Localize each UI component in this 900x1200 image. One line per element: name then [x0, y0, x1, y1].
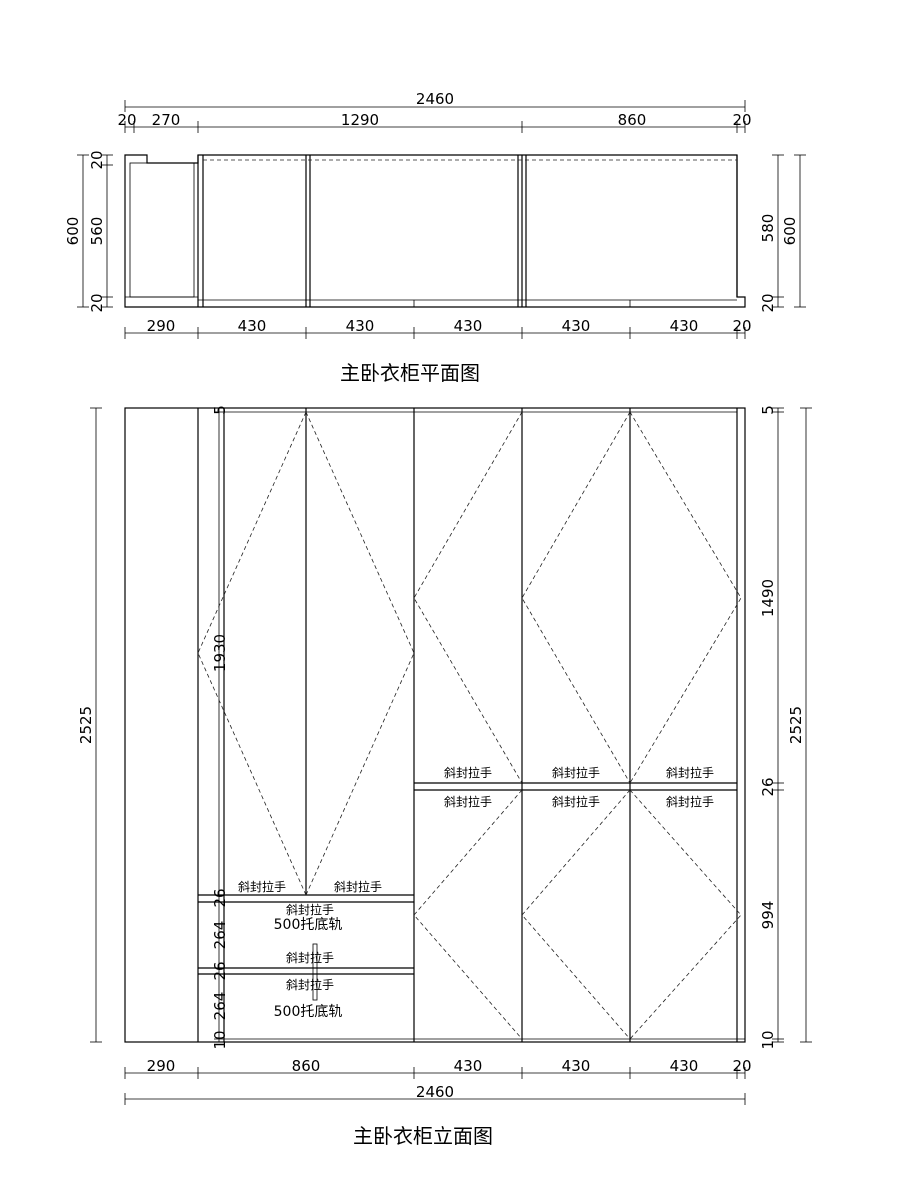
elev-right-part-2: 1490 [759, 579, 777, 617]
plan-right-part-2: 20 [759, 293, 777, 312]
plan-bottom-part-6: 430 [670, 317, 699, 335]
elev-inner-part-2: 1930 [211, 634, 229, 672]
handle-label-4: 斜封拉手 [444, 794, 492, 809]
elev-bottom-part-4: 430 [562, 1057, 591, 1075]
plan-title: 主卧衣柜平面图 [340, 361, 480, 385]
plan-left-total: 600 [64, 217, 82, 246]
elev-inner-part-5: 26 [211, 961, 229, 980]
plan-bottom-part-2: 430 [238, 317, 267, 335]
plan-right-part-1: 580 [759, 214, 777, 243]
plan-bottom-part-7: 20 [732, 317, 751, 335]
plan-right-total: 600 [781, 217, 799, 246]
elev-bottom-part-1: 290 [147, 1057, 176, 1075]
elev-right-part-3: 26 [759, 777, 777, 796]
elev-right-total: 2525 [787, 706, 805, 744]
drawer-label-2: 500托底轨 [274, 1004, 343, 1020]
plan-top-part-3: 1290 [341, 111, 379, 129]
handle-label-10: 斜封拉手 [286, 950, 334, 965]
plan-left-part-1: 20 [88, 150, 106, 169]
handle-label-3: 斜封拉手 [666, 765, 714, 780]
plan-left-part-3: 20 [88, 293, 106, 312]
plan-top-part-1: 20 [117, 111, 136, 129]
plan-view [77, 100, 806, 339]
elev-bottom-part-6: 20 [732, 1057, 751, 1075]
plan-total-width: 2460 [416, 90, 454, 108]
elev-inner-part-4: 264 [211, 921, 229, 950]
handle-label-5: 斜封拉手 [552, 794, 600, 809]
plan-top-part-2: 270 [152, 111, 181, 129]
handle-label-8: 斜封拉手 [334, 879, 382, 894]
elev-inner-part-3: 26 [211, 888, 229, 907]
handle-label-1: 斜封拉手 [444, 765, 492, 780]
plan-bottom-part-3: 430 [346, 317, 375, 335]
drawer-label-1: 500托底轨 [274, 917, 343, 933]
elev-right-part-1: 5 [759, 405, 777, 415]
elev-bottom-part-5: 430 [670, 1057, 699, 1075]
elev-bottom-part-3: 430 [454, 1057, 483, 1075]
elev-right-part-5: 10 [759, 1030, 777, 1049]
elev-left-total: 2525 [77, 706, 95, 744]
elev-bottom-part-2: 860 [292, 1057, 321, 1075]
plan-top-part-5: 20 [732, 111, 751, 129]
elev-right-part-4: 994 [759, 901, 777, 930]
elev-bottom-total: 2460 [416, 1083, 454, 1101]
handle-label-11: 斜封拉手 [286, 977, 334, 992]
plan-bottom-part-1: 290 [147, 317, 176, 335]
plan-bottom-part-5: 430 [562, 317, 591, 335]
elevation-title: 主卧衣柜立面图 [353, 1124, 493, 1148]
handle-label-6: 斜封拉手 [666, 794, 714, 809]
handle-label-9: 斜封拉手 [286, 902, 334, 917]
handle-label-7: 斜封拉手 [238, 879, 286, 894]
plan-left-part-2: 560 [88, 217, 106, 246]
elevation-view [90, 407, 812, 1105]
elev-inner-part-6: 264 [211, 992, 229, 1021]
handle-label-2: 斜封拉手 [552, 765, 600, 780]
plan-top-part-4: 860 [618, 111, 647, 129]
plan-bottom-part-4: 430 [454, 317, 483, 335]
elev-inner-part-7: 10 [211, 1030, 229, 1049]
elev-inner-part-1: 5 [211, 405, 229, 415]
